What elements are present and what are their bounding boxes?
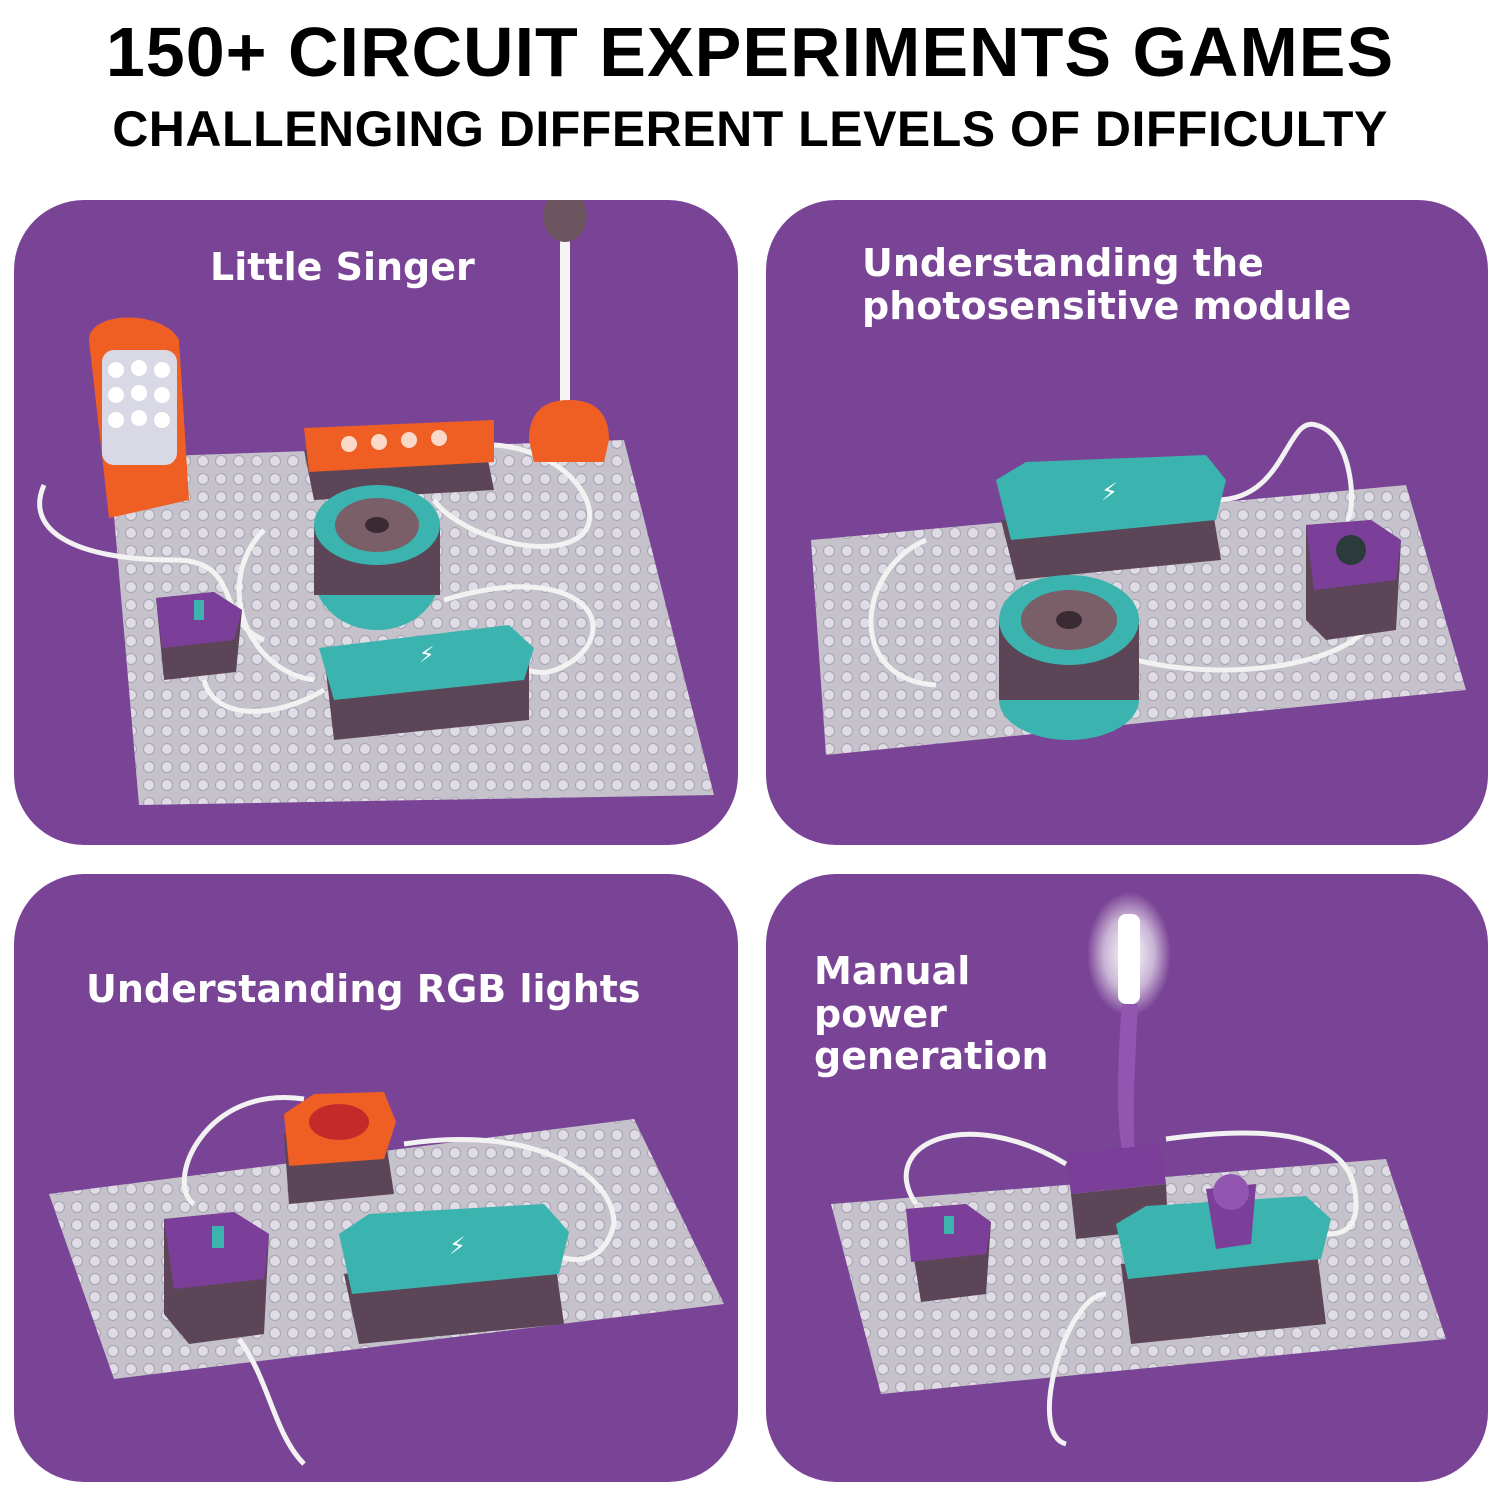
panel-title-little-singer: Little Singer [210,245,475,289]
switch-module [164,1212,269,1344]
microphone-module [529,200,609,462]
rgb-light-module [284,1092,396,1204]
panel-title-rgb-lights: Understanding RGB lights [86,967,641,1011]
photosensor-module [1306,520,1401,640]
page-subtitle: CHALLENGING DIFFERENT LEVELS OF DIFFICUL… [112,101,1388,157]
led-lamp-module [1066,892,1171,1239]
hand-generator-module [1116,1174,1331,1344]
switch-module [906,1204,991,1302]
photosensitive-circuit-illustration: ⚡ [811,421,1466,755]
power-supply-module: ⚡ [319,625,534,740]
page-title: 150+ CIRCUIT EXPERIMENTS GAMES [105,13,1395,91]
speaker-module [314,485,440,630]
sound-module [304,420,494,500]
panel-photosensitive-module: ⚡ Understanding the photosensitive modul… [766,200,1488,845]
switch-module [156,592,242,680]
rgb-lights-circuit-illustration: ⚡ [49,1092,724,1466]
led-panel-module [89,317,189,518]
manual-power-circuit-illustration [831,892,1446,1447]
panel-manual-power-generation: Manual power generation [766,874,1488,1482]
panel-little-singer: ⚡ Little Singer [14,200,738,845]
power-supply-module: ⚡ [996,455,1226,580]
svg-text:⚡: ⚡ [449,1232,466,1260]
svg-text:⚡: ⚡ [1101,478,1118,506]
panel-rgb-lights: ⚡ Understanding RGB lights [14,874,738,1482]
speaker-module [999,575,1139,740]
panel-title-photosensitive: Understanding the photosensitive module [862,241,1352,328]
svg-text:⚡: ⚡ [419,643,434,668]
panel-title-manual-power-generation: Manual power generation [814,949,1049,1079]
power-supply-module: ⚡ [339,1204,569,1344]
little-singer-circuit-illustration: ⚡ [37,200,714,805]
